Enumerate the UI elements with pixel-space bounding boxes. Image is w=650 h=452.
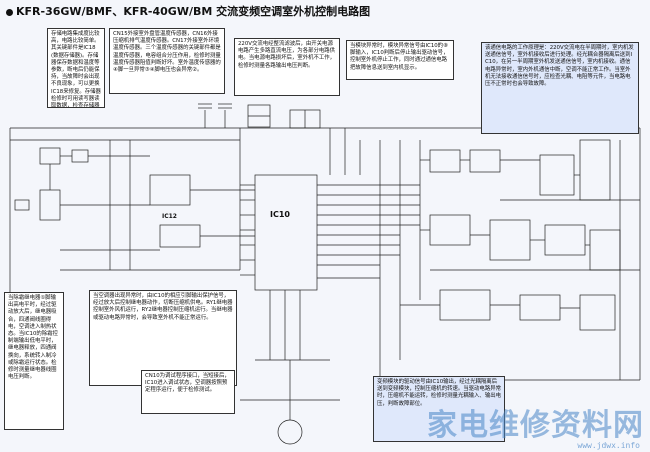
bullet-icon xyxy=(6,8,13,16)
title-text: KFR-36GW/BMF、KFR-40GW/BM 交流变频空调室外机控制电路图 xyxy=(16,5,371,18)
note-module-protection: 当模块异常时，模块异常信号由IC10的⑧脚输入，IC10判断后停止输出驱动信号，… xyxy=(346,40,454,80)
ic12-label: IC12 xyxy=(162,213,177,220)
watermark-url: www.jdwx.info xyxy=(577,441,640,450)
note-defrost-relay: 当除霜继电器①脚输出高电平时，经过驱动放大后，继电器吸合，四通阀线圈得电，空调进… xyxy=(4,292,64,430)
page-title: KFR-36GW/BMF、KFR-40GW/BM 交流变频空调室外机控制电路图 xyxy=(6,3,370,19)
ic10-label: IC10 xyxy=(270,210,290,219)
note-relay-protection: 当空调器出现异常时，由IC10的相应引脚输出保护信号，经过放大后控制继电器动作，… xyxy=(89,290,237,386)
note-temperature-sensors: CN15外接室外盘管温度传感器，CN16外接压缩机排气温度传感器。CN17外接室… xyxy=(109,28,225,94)
watermark-logo: 家电维修资料网 xyxy=(427,408,644,443)
note-debug-interface: CN10为调试程序接口，当短接后，IC10进入调试状态，空调器按照预定程序运行，… xyxy=(141,370,235,414)
note-communication: 该通信电路的工作原理是：220V交流电在半周期时，室内机发送通信信号，室外机接收… xyxy=(481,42,639,134)
note-power-supply: 220V交流电经整流滤波后，由开关电源电路产生多路直流电压，为各部分电路供电。当… xyxy=(234,38,340,96)
note-inverter-drive: 变频模块的驱动信号由IC10输出，经过光耦隔离后送到变频模块，控制压缩机的转速。… xyxy=(373,376,505,442)
note-storage: 存储电路集成度比较高，电路比较简单。其关键部件是IC18(数据存储器)。存储器保… xyxy=(47,28,105,108)
